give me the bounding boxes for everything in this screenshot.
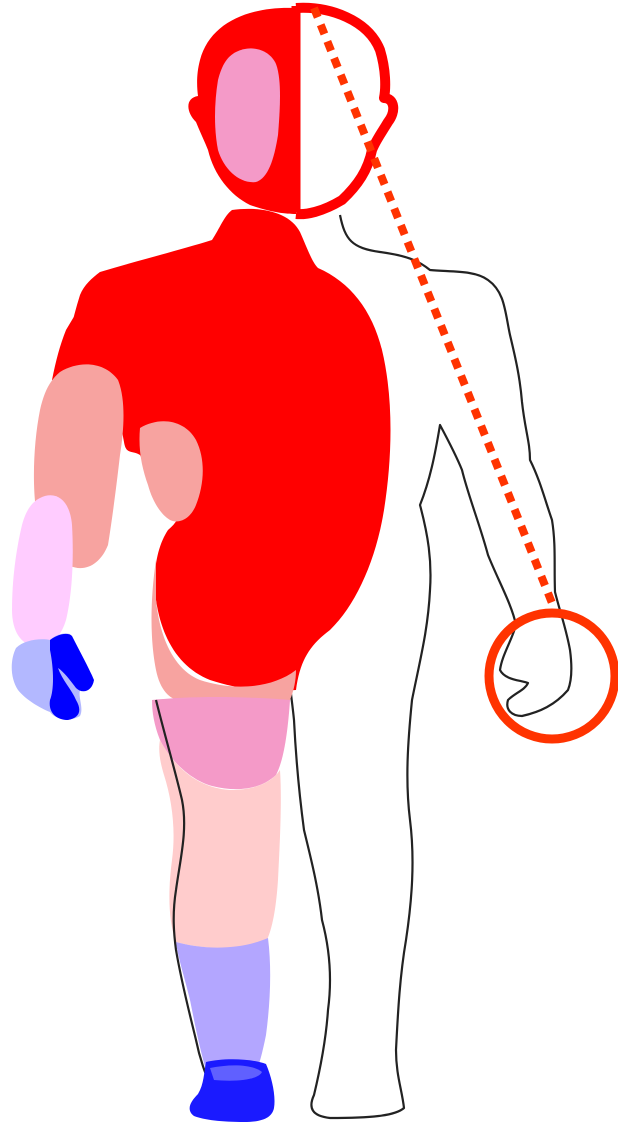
hand-fingers bbox=[50, 634, 94, 720]
face-region bbox=[215, 48, 280, 182]
annotation-circle bbox=[489, 613, 615, 739]
inner-arm-region bbox=[139, 421, 202, 521]
forearm-region bbox=[12, 495, 73, 646]
head-outline-right bbox=[296, 8, 393, 214]
